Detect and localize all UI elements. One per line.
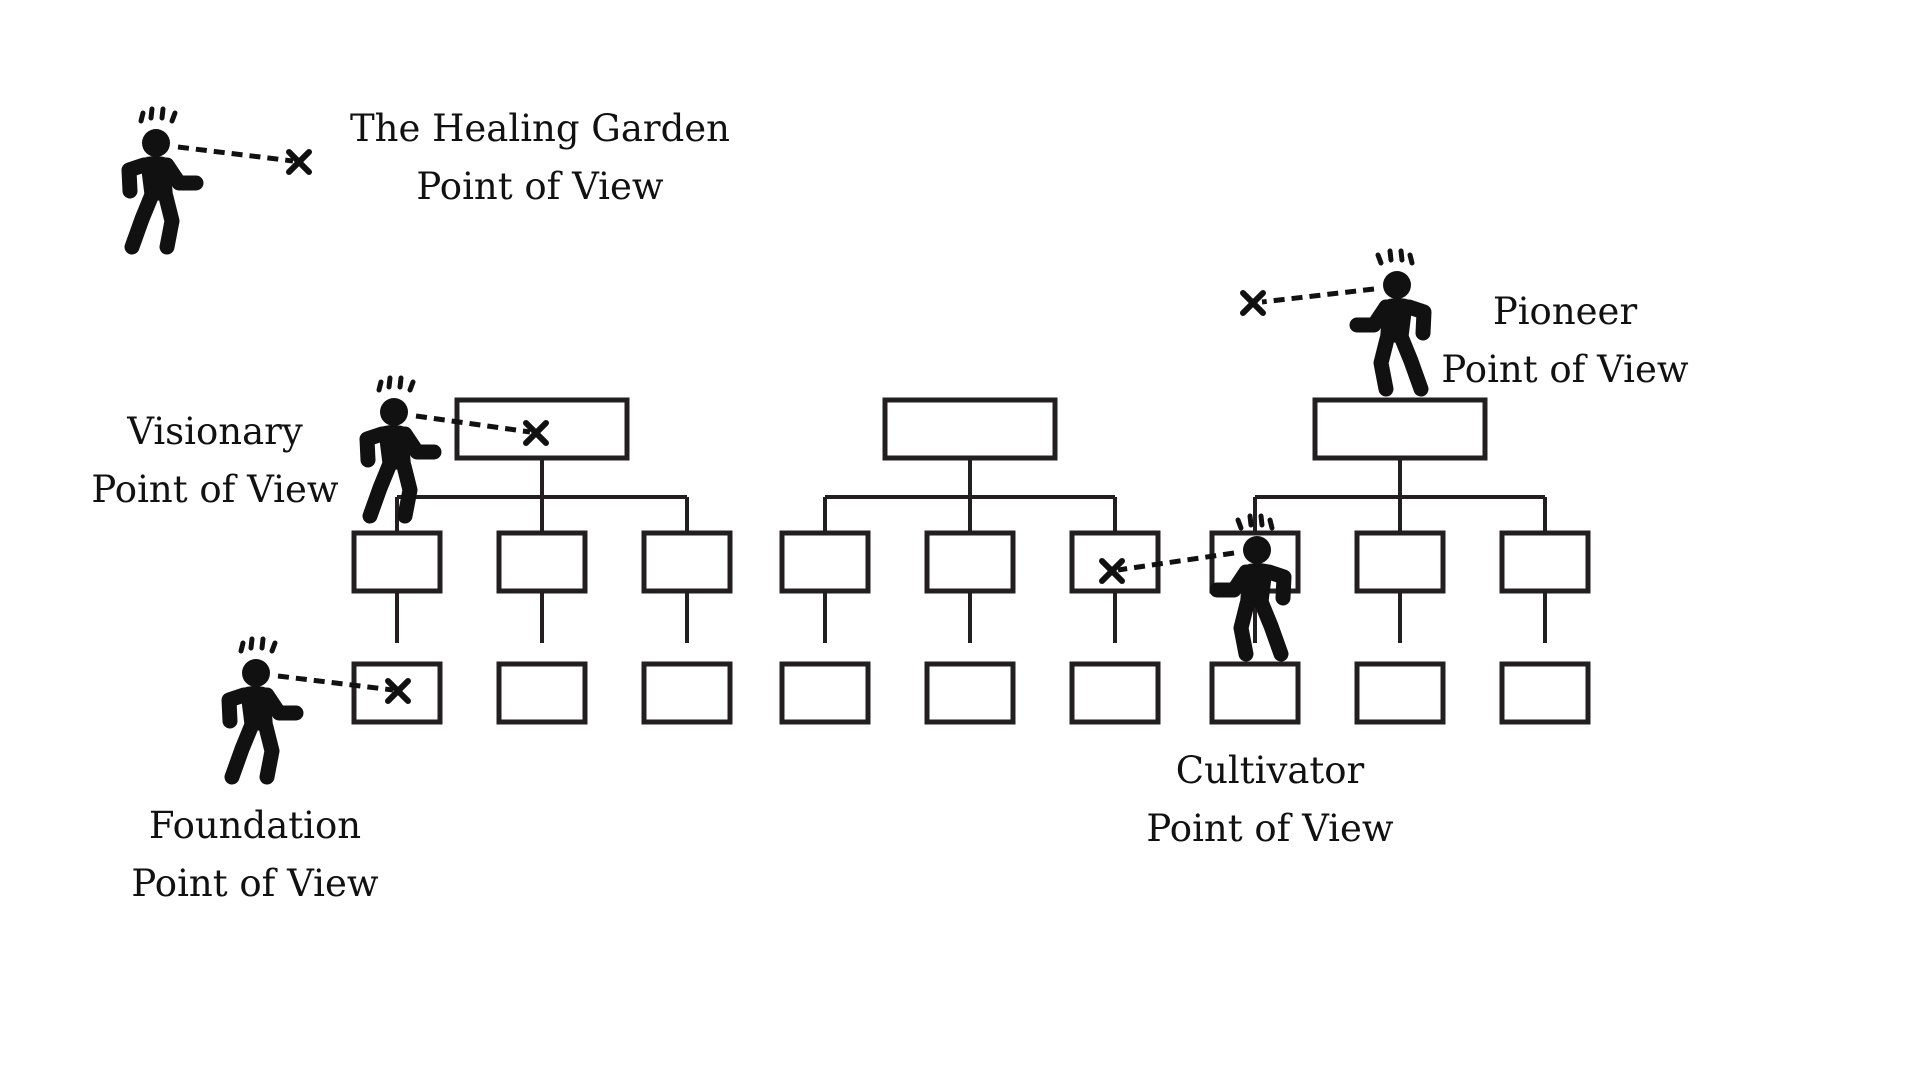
visionary-title: Visionary <box>127 410 303 453</box>
x-mark-icon <box>1099 558 1125 584</box>
foundation-title: Foundation <box>148 804 362 847</box>
foundation-observer <box>229 639 411 777</box>
person-walking-icon <box>1357 251 1424 389</box>
pioneer-subtitle: Point of View <box>1441 348 1689 391</box>
org-chart-bottom-box <box>641 661 733 725</box>
org-chart-middle-box <box>351 530 443 594</box>
org-chart-middle-box <box>779 530 871 594</box>
org-chart-bottom-box <box>1209 661 1301 725</box>
pioneer-observer <box>1240 251 1424 389</box>
org-chart-middle-box <box>496 530 588 594</box>
healing-garden-title: The Healing Garden <box>349 107 731 150</box>
org-chart-bottom-box <box>496 661 588 725</box>
org-chart-top-box <box>1312 397 1488 461</box>
org-chart-2 <box>779 397 1161 725</box>
org-chart-top-box <box>882 397 1058 461</box>
org-chart-1 <box>351 397 733 725</box>
org-charts <box>351 397 1591 725</box>
org-chart-bottom-box <box>1069 661 1161 725</box>
healing-garden-observer <box>129 109 312 247</box>
cultivator-label: Cultivator Point of View <box>1145 742 1395 858</box>
foundation-label: Foundation Point of View <box>130 797 380 913</box>
x-mark-icon <box>1240 290 1266 316</box>
x-mark-icon <box>385 678 411 704</box>
pioneer-line-of-sight <box>1261 286 1375 305</box>
healing-garden-label: The Healing Garden Point of View <box>340 100 740 216</box>
observers <box>129 109 1424 777</box>
org-chart-middle-box <box>1499 530 1591 594</box>
foundation-line-of-sight <box>277 673 394 693</box>
pioneer-label: Pioneer Point of View <box>1440 283 1690 399</box>
cultivator-title: Cultivator <box>1175 749 1365 792</box>
org-chart-bottom-box <box>779 661 871 725</box>
org-chart-3 <box>1209 397 1591 725</box>
cultivator-subtitle: Point of View <box>1146 807 1394 850</box>
person-walking-icon <box>229 639 296 777</box>
foundation-subtitle: Point of View <box>131 862 379 905</box>
org-chart-bottom-box <box>1499 661 1591 725</box>
healing-garden-subtitle: Point of View <box>416 165 664 208</box>
visionary-observer <box>367 378 549 516</box>
org-chart-middle-box <box>1069 530 1161 594</box>
visionary-label: Visionary Point of View <box>90 403 340 519</box>
org-chart-middle-box <box>641 530 733 594</box>
cultivator-observer <box>1099 516 1284 654</box>
visionary-subtitle: Point of View <box>91 468 339 511</box>
x-mark-icon <box>286 149 312 175</box>
org-chart-bottom-box <box>924 661 1016 725</box>
cultivator-line-of-sight <box>1117 550 1235 573</box>
org-chart-bottom-box <box>1354 661 1446 725</box>
pioneer-title: Pioneer <box>1492 290 1638 333</box>
org-chart-middle-box <box>924 530 1016 594</box>
x-mark-icon <box>523 420 549 446</box>
org-chart-middle-box <box>1354 530 1446 594</box>
healing-garden-line-of-sight <box>177 144 294 164</box>
visionary-line-of-sight <box>415 413 531 435</box>
person-walking-icon <box>129 109 196 247</box>
